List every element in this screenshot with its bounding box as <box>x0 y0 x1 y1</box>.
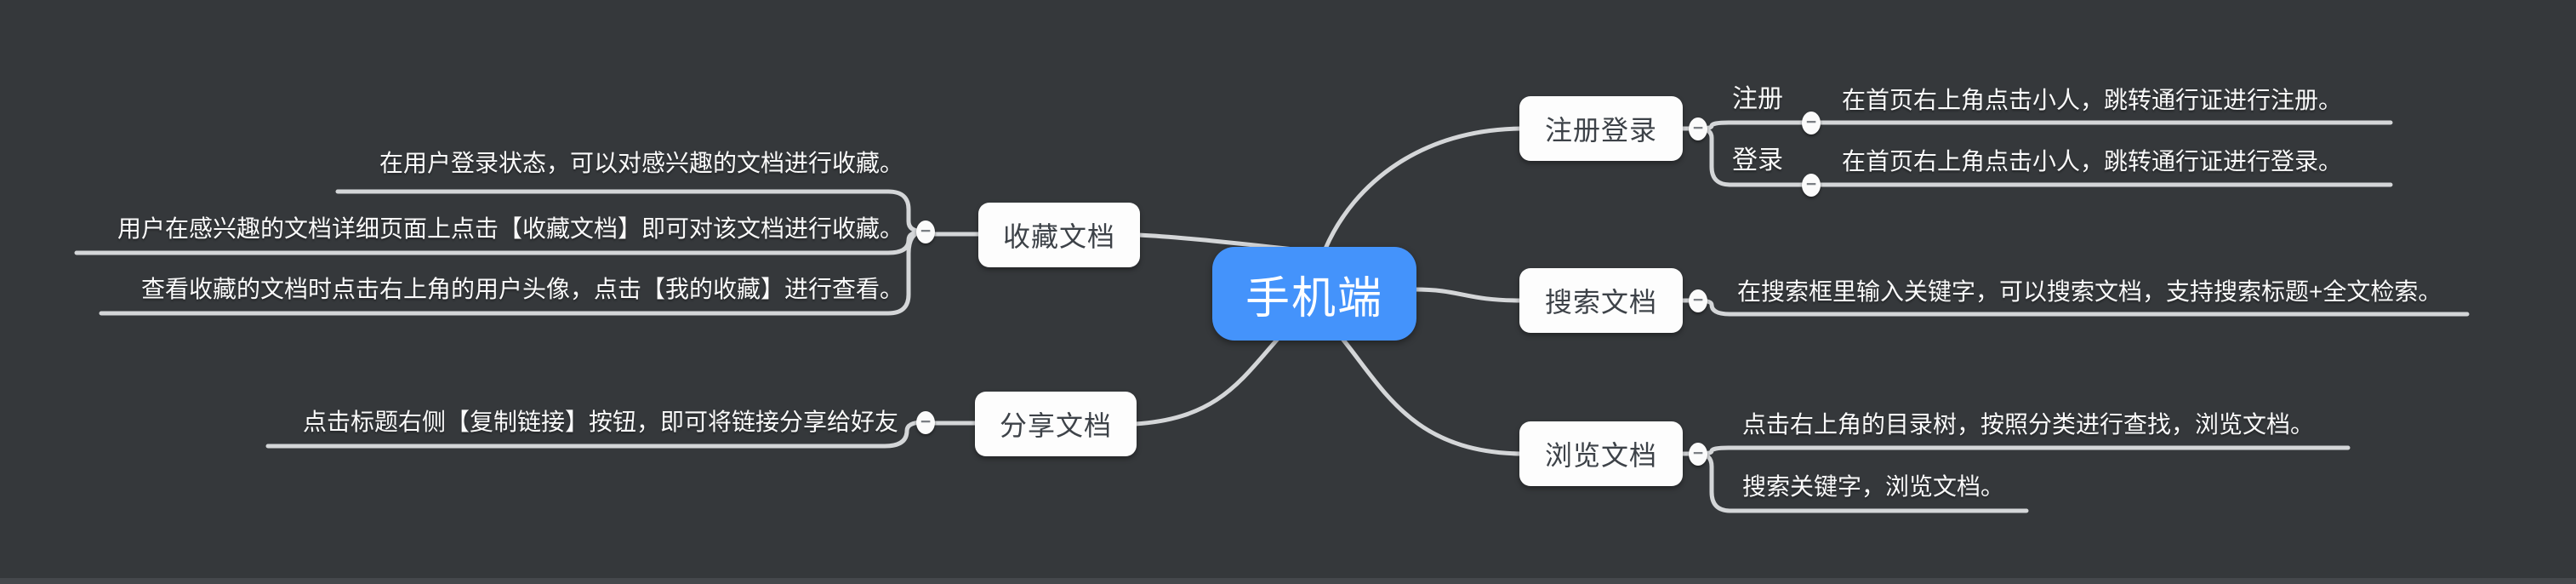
topic-fav-child2[interactable]: 用户在感兴趣的文档详细页面上点击【收藏文档】即可对该文档进行收藏。 <box>117 215 903 242</box>
branch-node-label: 注册登录 <box>1544 115 1657 146</box>
branch-node-register-login[interactable]: 注册登录 <box>1519 96 1683 161</box>
branch-node-label: 分享文档 <box>999 410 1112 441</box>
collapse-button-search[interactable]: − <box>1689 289 1707 312</box>
root-node-label: 手机端 <box>1245 273 1383 323</box>
topic-share-child1[interactable]: 点击标题右侧【复制链接】按钮，即可将链接分享给好友 <box>302 409 898 435</box>
collapse-button-register-login[interactable]: − <box>1689 117 1707 140</box>
connector-root-to-share <box>1132 336 1280 427</box>
root-node[interactable]: 手机端 <box>1212 247 1416 341</box>
collapse-button-register[interactable]: − <box>1802 112 1821 135</box>
collapse-minus-icon: − <box>920 221 932 241</box>
topic-search-child1[interactable]: 在搜索框里输入关键字，可以搜索文档，支持搜索标题+全文检索。 <box>1737 278 2442 305</box>
topic-fav-child3[interactable]: 查看收藏的文档时点击右上角的用户头像，点击【我的收藏】进行查看。 <box>140 276 903 302</box>
collapse-minus-icon: − <box>1692 444 1704 463</box>
topic-underline-fav-child3 <box>99 229 926 316</box>
collapse-button-favorite[interactable]: − <box>916 220 935 243</box>
topic-browse-child1[interactable]: 点击右上角的目录树，按照分类进行查找，浏览文档。 <box>1742 411 2315 438</box>
topic-browse-child2[interactable]: 搜索关键字，浏览文档。 <box>1742 473 2005 500</box>
branch-node-label: 浏览文档 <box>1544 440 1657 471</box>
topic-register-detail[interactable]: 在首页右上角点击小人，跳转通行证进行注册。 <box>1842 87 2343 113</box>
collapse-minus-icon: − <box>1805 112 1817 132</box>
collapse-minus-icon: − <box>1805 175 1817 194</box>
collapse-minus-icon: − <box>1692 290 1704 310</box>
connector-root-to-register <box>1323 126 1524 251</box>
connector-root-to-search <box>1412 287 1524 303</box>
collapse-button-share[interactable]: − <box>916 411 935 434</box>
topic-login-detail[interactable]: 在首页右上角点击小人，跳转通行证进行登录。 <box>1842 148 2343 175</box>
collapse-button-login[interactable]: − <box>1802 174 1821 197</box>
collapse-minus-icon: − <box>1692 118 1704 138</box>
topic-underline-share-child <box>265 420 926 449</box>
collapse-button-browse[interactable]: − <box>1689 443 1707 466</box>
branch-node-browse-docs[interactable]: 浏览文档 <box>1519 421 1683 486</box>
topic-fav-child1[interactable]: 在用户登录状态，可以对感兴趣的文档进行收藏。 <box>379 150 903 176</box>
branch-node-search-docs[interactable]: 搜索文档 <box>1519 268 1683 333</box>
connector-root-to-browse <box>1340 336 1524 456</box>
bottom-edge-strip <box>0 578 2576 584</box>
collapse-minus-icon: − <box>920 412 932 432</box>
topic-login[interactable]: 登录 <box>1732 146 1783 175</box>
topic-underline-browse-child1 <box>1695 445 2351 456</box>
branch-node-label: 收藏文档 <box>1002 221 1115 252</box>
branch-node-share-docs[interactable]: 分享文档 <box>975 392 1137 456</box>
branch-node-label: 搜索文档 <box>1544 287 1657 318</box>
branch-node-favorite-docs[interactable]: 收藏文档 <box>978 203 1140 267</box>
topic-register[interactable]: 注册 <box>1732 85 1783 113</box>
